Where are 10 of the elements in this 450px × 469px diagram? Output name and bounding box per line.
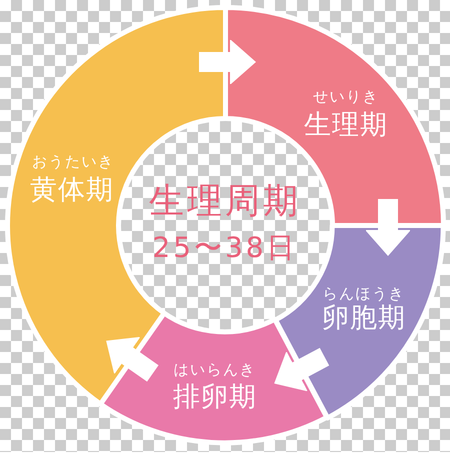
cycle-length: 25〜38日 bbox=[152, 234, 298, 262]
phase-name: 生理期 bbox=[304, 112, 388, 138]
furigana: はいらんき bbox=[174, 362, 256, 378]
furigana: らんほうき bbox=[322, 286, 406, 302]
phase-name: 卵胞期 bbox=[322, 304, 406, 332]
furigana: せいりき bbox=[313, 90, 379, 104]
phase-name: 排卵期 bbox=[172, 383, 257, 410]
furigana: おうたいき bbox=[32, 154, 114, 170]
cycle-title: 生理周期 bbox=[149, 184, 301, 220]
phase-name: 黄体期 bbox=[30, 176, 114, 204]
